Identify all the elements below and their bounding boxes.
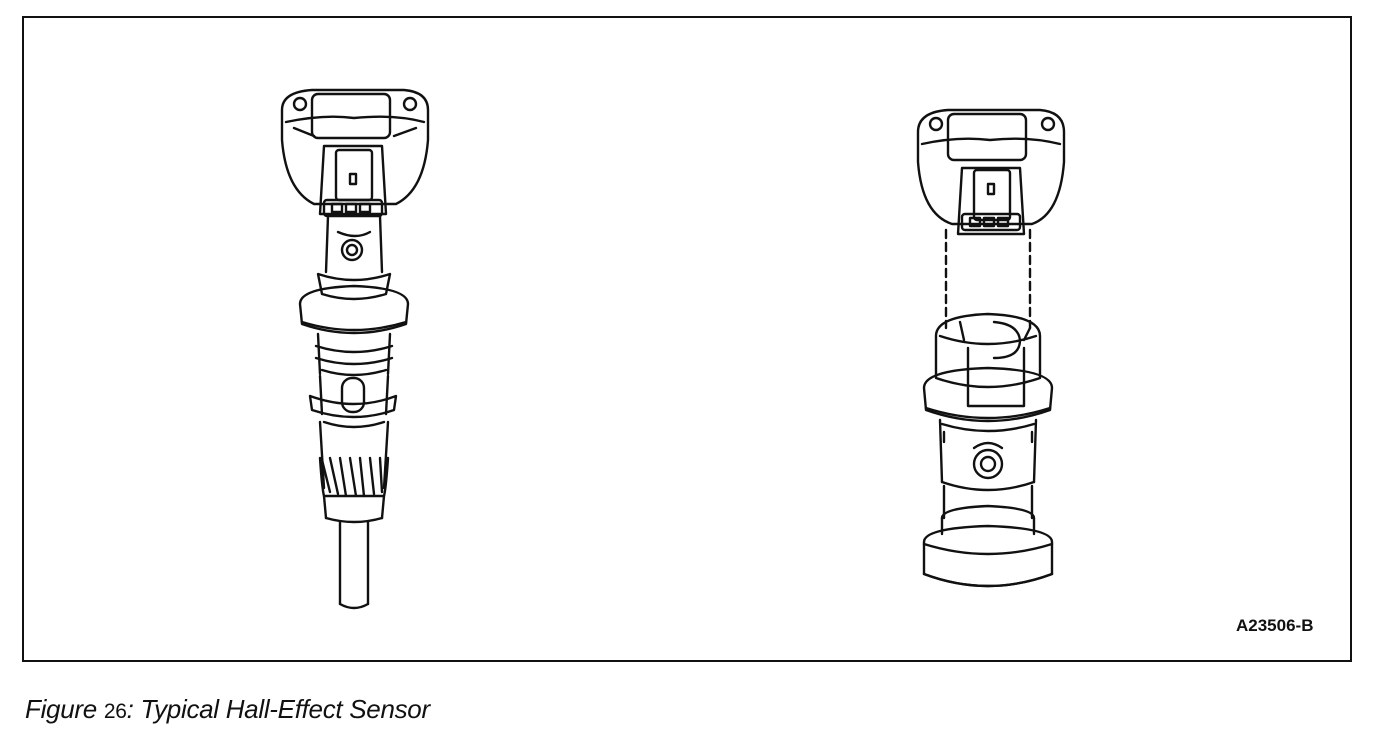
caption-title: : Typical Hall-Effect Sensor (126, 694, 431, 724)
figure-frame: A23506-B (22, 16, 1352, 662)
sensor-exploded-illustration (916, 108, 1066, 588)
caption-prefix: Figure (25, 694, 97, 724)
caption-number: 26 (103, 700, 127, 723)
figure-caption: Figure 26: Typical Hall-Effect Sensor (25, 694, 430, 725)
reference-code: A23506-B (1236, 616, 1314, 635)
sensor-assembled-illustration (280, 88, 430, 610)
